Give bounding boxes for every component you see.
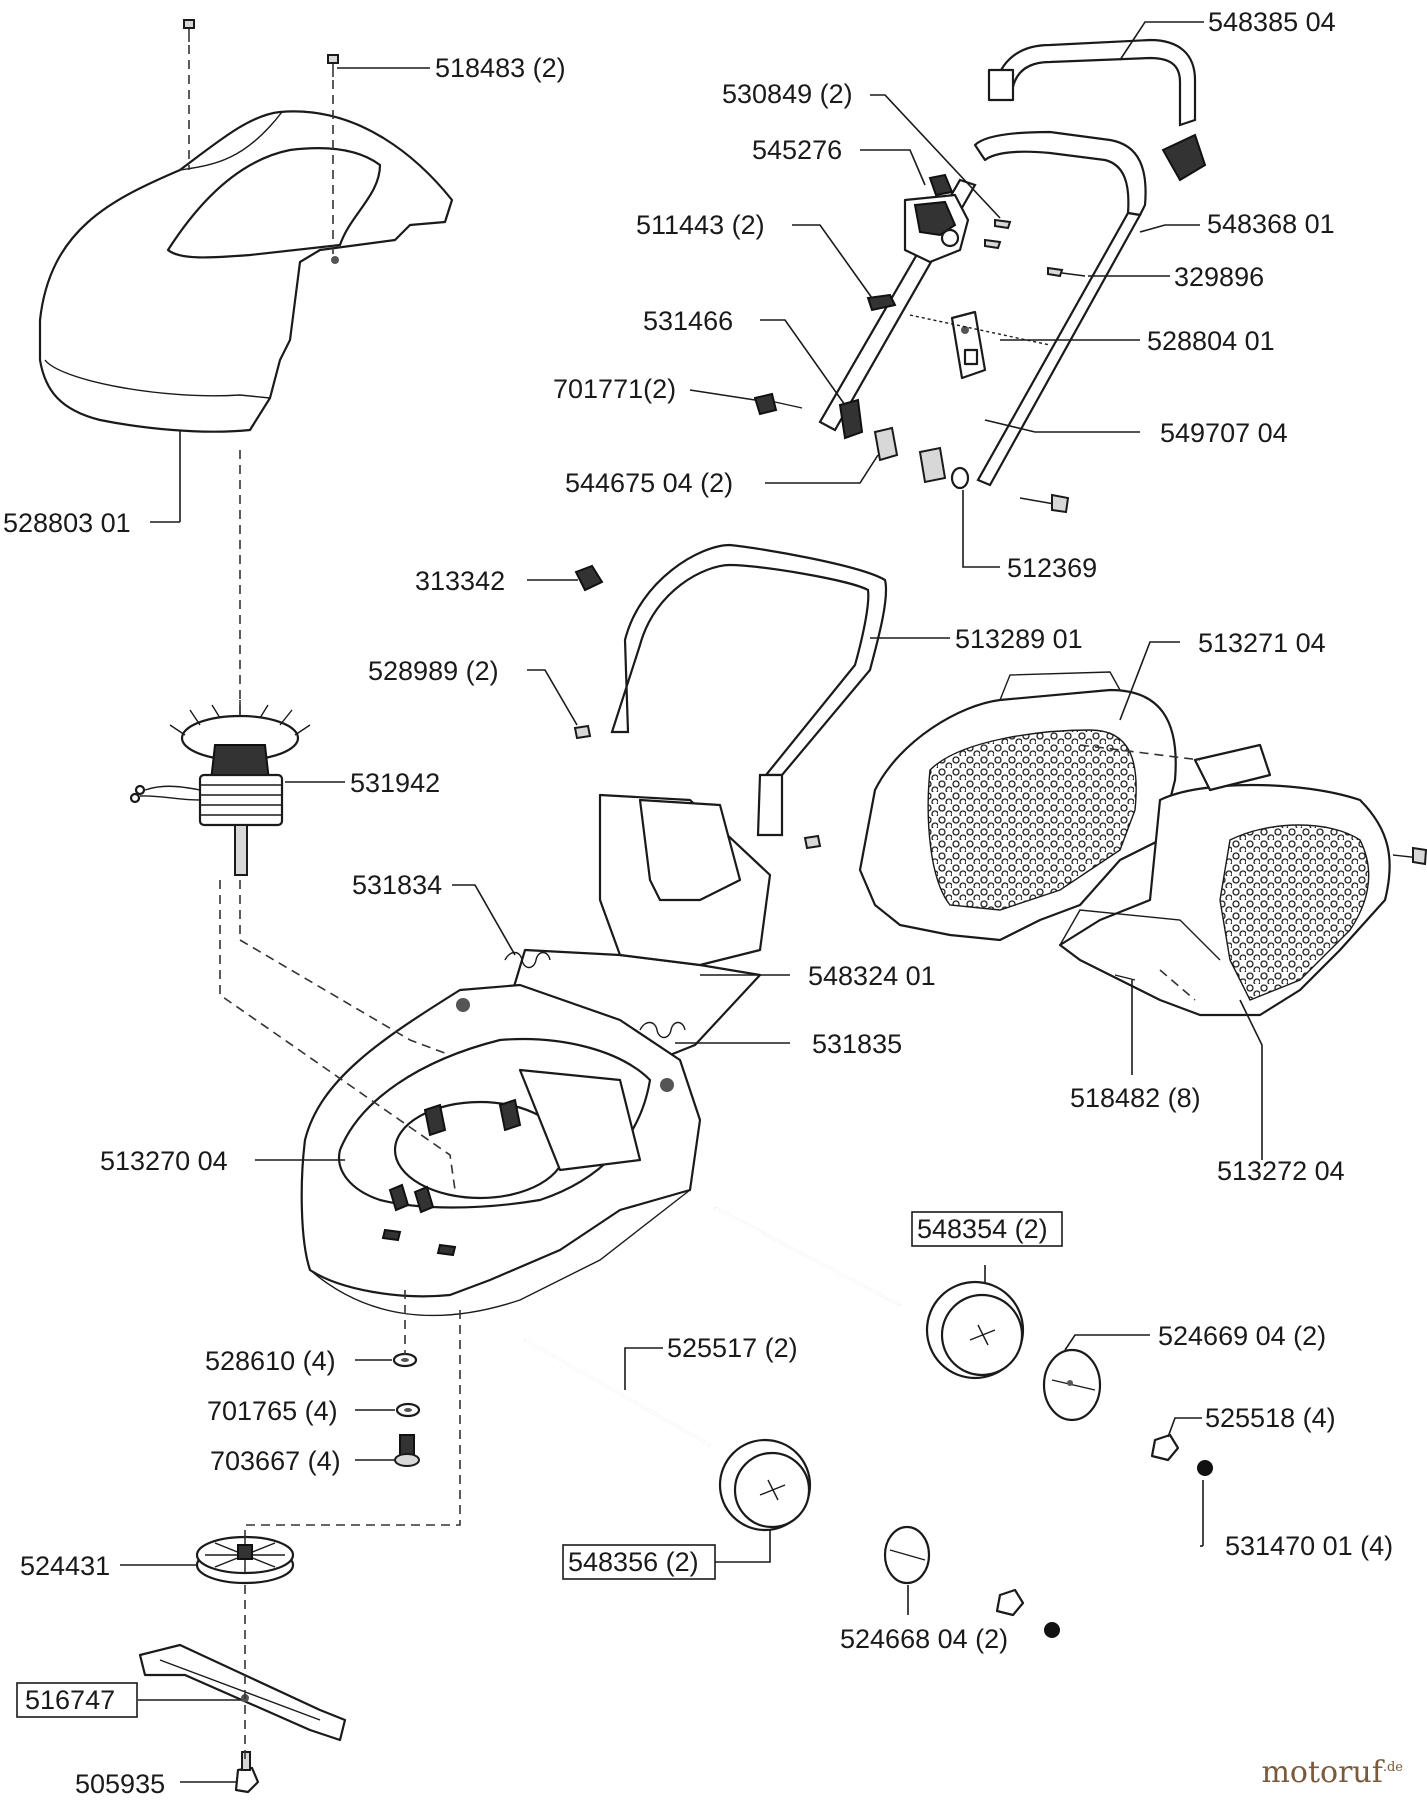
label-516747: 516747 bbox=[25, 1685, 115, 1715]
spring-left bbox=[504, 951, 551, 969]
label-703667: 703667 (4) bbox=[210, 1446, 341, 1476]
label-531466: 531466 bbox=[643, 306, 733, 336]
logo-brand: motoruf bbox=[1261, 1755, 1383, 1790]
clamp-levers bbox=[873, 426, 947, 484]
cable-holder bbox=[909, 310, 1051, 380]
label-531835: 531835 bbox=[812, 1029, 902, 1059]
label-544675-04: 544675 04 (2) bbox=[565, 468, 733, 498]
switch-screws bbox=[984, 218, 1086, 278]
label-531834: 531834 bbox=[352, 870, 442, 900]
label-518483: 518483 (2) bbox=[435, 53, 566, 83]
cable-connector bbox=[838, 398, 864, 440]
label-531470-01: 531470 01 (4) bbox=[1225, 1531, 1393, 1561]
adjuster-knob bbox=[574, 564, 604, 592]
label-513272-04: 513272 04 bbox=[1217, 1156, 1345, 1186]
grass-box-upper bbox=[858, 671, 1177, 942]
lower-handle bbox=[610, 543, 888, 837]
front-hub-cap bbox=[883, 1525, 931, 1585]
label-329896: 329896 bbox=[1174, 262, 1264, 292]
cover-screw-right bbox=[327, 54, 339, 77]
spring-right bbox=[639, 1021, 686, 1039]
handle-washer bbox=[950, 466, 970, 490]
mower-deck bbox=[300, 983, 702, 1317]
upper-handle bbox=[987, 38, 1207, 182]
rear-wheel bbox=[925, 1280, 1025, 1380]
label-548356: 548356 (2) bbox=[568, 1547, 699, 1577]
label-513271-04: 513271 04 bbox=[1198, 628, 1326, 658]
part-labels: 548385 04 518483 (2) 530849 (2) 545276 5… bbox=[3, 7, 1393, 1799]
label-548385-04: 548385 04 bbox=[1208, 7, 1336, 37]
assembly-lines bbox=[188, 45, 1201, 1760]
label-505935: 505935 bbox=[75, 1769, 165, 1799]
cutting-blade bbox=[138, 1643, 347, 1742]
label-528804-01: 528804 01 bbox=[1147, 326, 1275, 356]
rear-hub-cap bbox=[1042, 1348, 1102, 1422]
handle-screws bbox=[573, 724, 822, 850]
switch-box bbox=[903, 173, 970, 264]
label-701771: 701771(2) bbox=[553, 374, 676, 404]
logo-suffix: .de bbox=[1382, 1760, 1403, 1775]
label-525518: 525518 (4) bbox=[1205, 1403, 1336, 1433]
handle-bolt bbox=[753, 392, 803, 416]
label-548368-01: 548368 01 bbox=[1207, 209, 1335, 239]
rear-flap bbox=[508, 793, 772, 1057]
bolt-703667 bbox=[394, 1434, 420, 1467]
label-313342: 313342 bbox=[415, 566, 505, 596]
label-545276: 545276 bbox=[752, 135, 842, 165]
label-511443: 511443 (2) bbox=[636, 210, 765, 240]
label-524669-04: 524669 04 (2) bbox=[1158, 1321, 1326, 1351]
lower-handle-bolt bbox=[1019, 493, 1070, 514]
label-549707-04: 549707 04 bbox=[1160, 418, 1288, 448]
front-wheel bbox=[718, 1438, 812, 1532]
rear-axle bbox=[714, 1206, 901, 1307]
label-531942: 531942 bbox=[350, 768, 440, 798]
label-528803-01: 528803 01 bbox=[3, 508, 131, 538]
cover-screw-left bbox=[183, 19, 195, 42]
cable-clip bbox=[866, 293, 897, 312]
label-525517: 525517 (2) bbox=[667, 1333, 798, 1363]
label-513289-01: 513289 01 bbox=[955, 624, 1083, 654]
label-frames bbox=[16, 1211, 1063, 1718]
blade-screw bbox=[234, 1751, 260, 1794]
label-701765: 701765 (4) bbox=[207, 1396, 338, 1426]
label-528610: 528610 (4) bbox=[205, 1346, 336, 1376]
label-548324-01: 548324 01 bbox=[808, 961, 936, 991]
label-548354: 548354 (2) bbox=[917, 1214, 1048, 1244]
grass-box-lower bbox=[1058, 743, 1391, 1017]
blade-adapter bbox=[195, 1535, 295, 1585]
wheel-nuts bbox=[995, 1433, 1180, 1617]
label-528989: 528989 (2) bbox=[368, 656, 499, 686]
motoruf-logo: motoruf.de bbox=[1261, 1755, 1403, 1790]
label-512369: 512369 bbox=[1007, 553, 1097, 583]
front-axle bbox=[524, 1338, 711, 1447]
washer-528610 bbox=[392, 1352, 418, 1368]
label-524431: 524431 bbox=[20, 1551, 110, 1581]
electric-motor bbox=[129, 700, 311, 876]
label-513270-04: 513270 04 bbox=[100, 1146, 228, 1176]
label-518482: 518482 (8) bbox=[1070, 1083, 1201, 1113]
label-530849: 530849 (2) bbox=[722, 79, 853, 109]
motor-cover bbox=[38, 110, 454, 433]
washer-701765 bbox=[395, 1402, 421, 1418]
label-524668-04: 524668 04 (2) bbox=[840, 1624, 1008, 1654]
leader-lines bbox=[120, 21, 1263, 1783]
grass-box-screws bbox=[1114, 846, 1427, 981]
wheel-caps bbox=[1044, 1460, 1213, 1638]
